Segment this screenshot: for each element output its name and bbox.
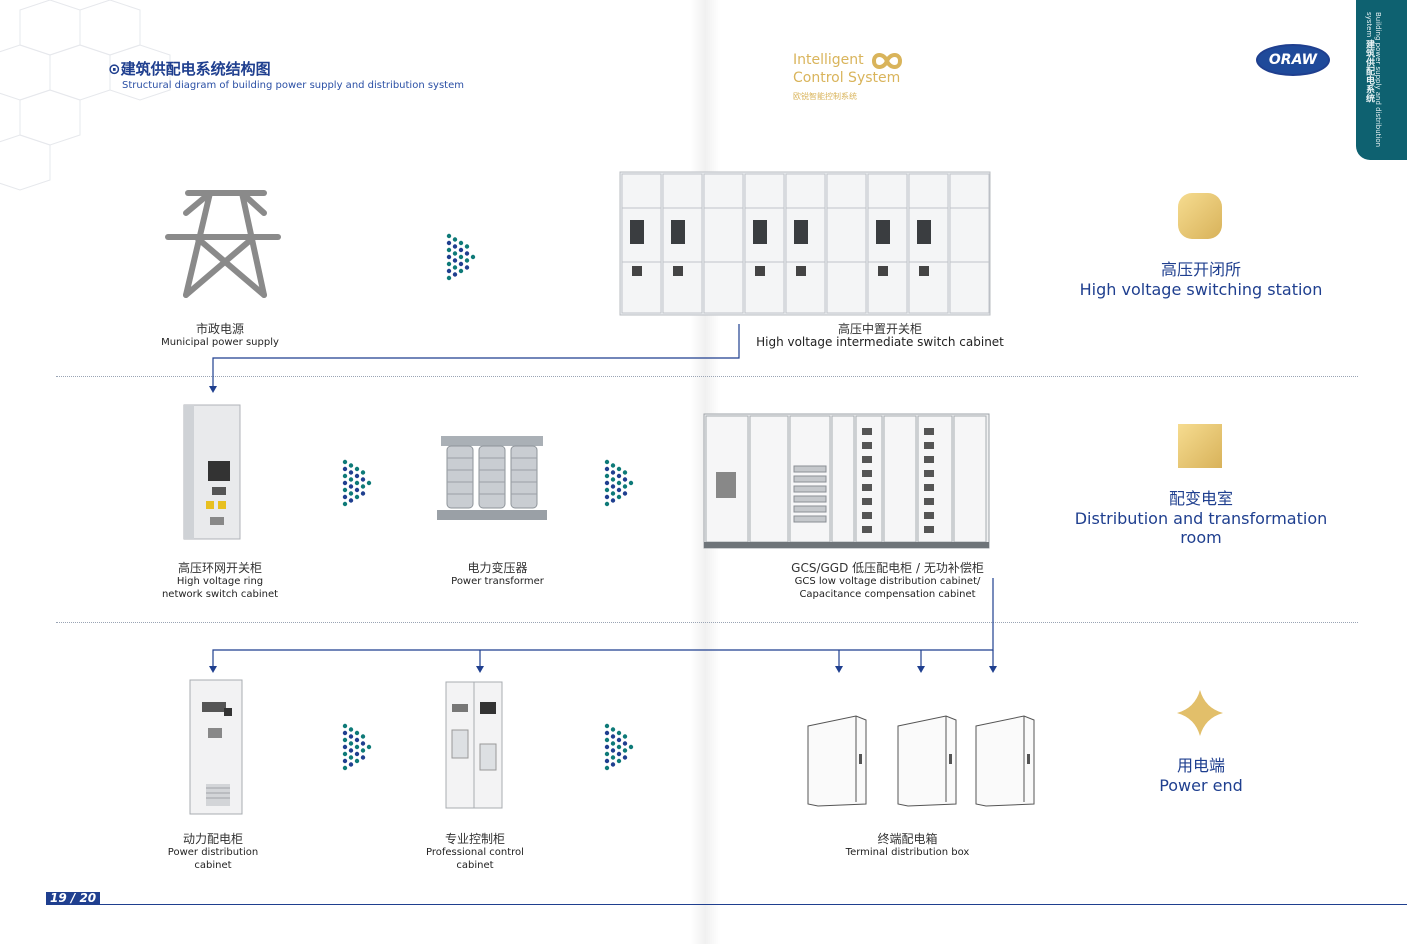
power-pylon-icon (165, 190, 281, 298)
hv-intermediate-caption: 高压中置开关柜 High voltage intermediate switch… (740, 323, 1020, 349)
caption-en: Terminal distribution box (845, 847, 970, 858)
tab-cn: 建筑供配电系统 (1364, 39, 1374, 103)
tab-en: Building power supply and distribution s… (1365, 12, 1382, 148)
terminal-caption: 终端配电箱 Terminal distribution box (820, 833, 995, 859)
hex-pattern-decoration (0, 0, 171, 191)
hv-ring-caption: 高压环网开关柜 High voltage ring network switch… (130, 562, 310, 601)
prof-control-caption: 专业控制柜 Professional control cabinet (400, 833, 550, 872)
caption-en-line2: cabinet (456, 860, 494, 871)
power-transformer-image (437, 436, 547, 520)
section-divider (56, 376, 1358, 377)
dot-arrow-icon (342, 459, 372, 507)
section-icon-square (1178, 424, 1222, 468)
terminal-box-image (807, 715, 867, 807)
brand-line2: Control System (793, 70, 901, 86)
hv-ring-cabinet-image (183, 404, 241, 540)
brand-tagline: Intelligent Control System (793, 51, 900, 87)
section-icon-star (1177, 690, 1223, 736)
infinity-icon (871, 53, 903, 69)
caption-cn: 终端配电箱 (877, 832, 938, 846)
caption-en: Municipal power supply (161, 337, 279, 348)
oraw-logo: ORAW (1256, 44, 1330, 76)
municipal-caption: 市政电源 Municipal power supply (130, 323, 310, 349)
dot-arrow-icon (342, 723, 372, 771)
caption-cn: 市政电源 (195, 322, 244, 336)
caption-en-line1: Professional control (426, 847, 524, 858)
legend-cn: 配变电室 (1168, 489, 1233, 508)
caption-en-line2: Capacitance compensation cabinet (799, 589, 976, 600)
caption-en-line1: High voltage ring (176, 576, 264, 587)
hv-intermediate-cabinet-image (619, 171, 991, 316)
caption-cn: GCS/GGD 低压配电柜 / 无功补偿柜 (791, 561, 984, 575)
section-divider (56, 622, 1358, 623)
caption-en-line1: GCS low voltage distribution cabinet/ (794, 576, 981, 587)
caption-cn: 高压中置开关柜 (837, 322, 922, 336)
page-number: 19 / 20 (46, 892, 101, 905)
page-subtitle: Structural diagram of building power sup… (122, 80, 464, 91)
legend-en: Distribution and transformation room (1074, 509, 1328, 547)
caption-cn: 专业控制柜 (444, 832, 505, 846)
power-dist-caption: 动力配电柜 Power distribution cabinet (130, 833, 296, 872)
brand-cn: 欧锐智能控制系统 (793, 92, 857, 101)
legend-en: Power end (1159, 776, 1243, 795)
legend-en: High voltage switching station (1079, 280, 1323, 299)
caption-en: High voltage intermediate switch cabinet (756, 335, 1004, 349)
gcs-cabinet-image (703, 413, 990, 549)
section-legend-dist: 配变电室 Distribution and transformation roo… (1060, 485, 1342, 547)
caption-cn: 动力配电柜 (182, 832, 243, 846)
transformer-caption: 电力变压器 Power transformer (410, 562, 585, 588)
power-distribution-cabinet-image (189, 679, 243, 815)
caption-cn: 电力变压器 (467, 561, 528, 575)
chapter-tab: Building power supply and distribution s… (1356, 0, 1407, 160)
caption-en: Power transformer (451, 576, 544, 587)
section-legend-hv: 高压开闭所 High voltage switching station (1060, 256, 1342, 299)
professional-control-cabinet-image (445, 681, 503, 809)
terminal-box-image (897, 715, 957, 807)
section-legend-end: 用电端 Power end (1060, 752, 1342, 795)
dot-arrow-icon (604, 459, 634, 507)
dot-arrow-icon (446, 233, 476, 281)
footer-rule (96, 904, 1407, 905)
page-title: ⊙建筑供配电系统结构图 (108, 60, 271, 78)
dot-arrow-icon (604, 723, 634, 771)
caption-cn: 高压环网开关柜 (177, 561, 262, 575)
legend-cn: 高压开闭所 (1160, 260, 1241, 279)
caption-en-line2: network switch cabinet (161, 589, 279, 600)
legend-cn: 用电端 (1176, 756, 1225, 775)
terminal-box-image (975, 715, 1035, 807)
brand-line1: Intelligent (793, 52, 864, 68)
gcs-caption: GCS/GGD 低压配电柜 / 无功补偿柜 GCS low voltage di… (760, 562, 1015, 601)
caption-en-line2: cabinet (194, 860, 232, 871)
caption-en-line1: Power distribution (167, 847, 259, 858)
section-icon-rounded (1178, 193, 1222, 239)
